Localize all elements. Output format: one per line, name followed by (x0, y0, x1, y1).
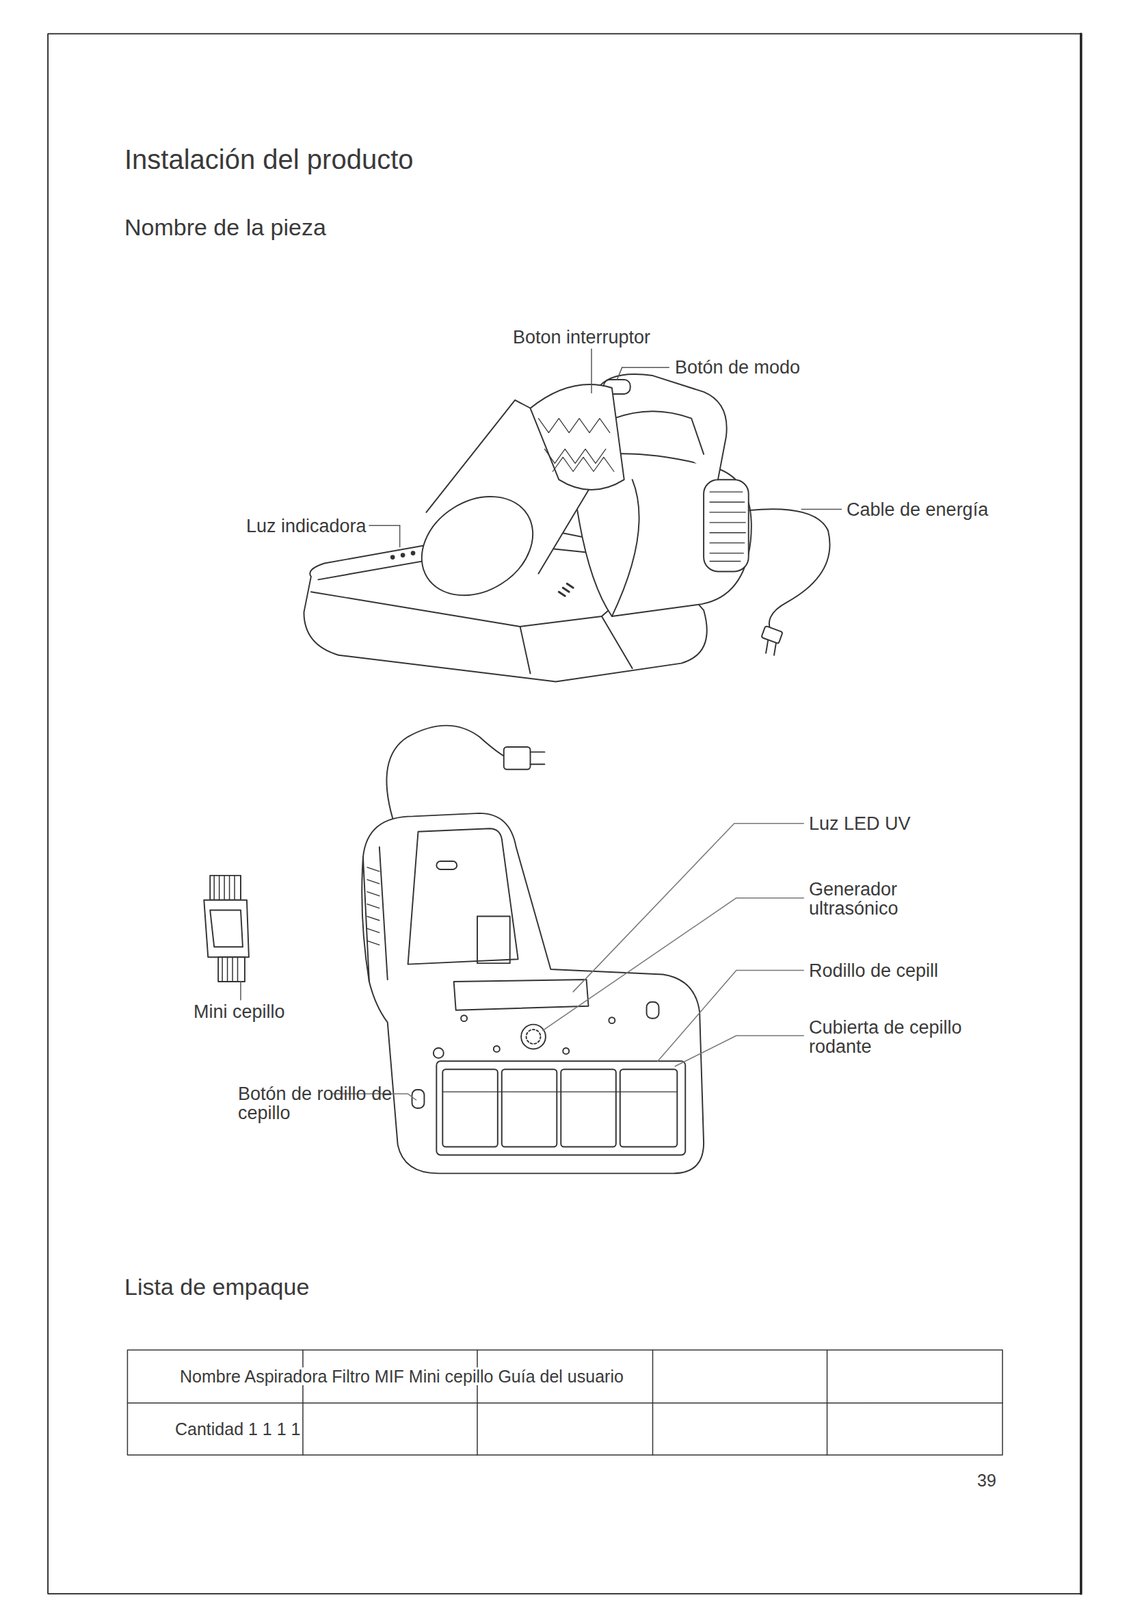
part-label: Boton interruptor (512, 327, 651, 347)
section-heading: Nombre de la pieza (124, 215, 327, 241)
part-label: Cable de energía (846, 499, 989, 520)
part-label: Generador ultrasónico (808, 879, 953, 919)
page-number: 39 (977, 1470, 997, 1489)
part-label: Cubierta de cepillo rodante (808, 1017, 1008, 1057)
part-label: Luz LED UV (808, 813, 911, 833)
table-cell: Nombre Aspiradora Filtro MIF Mini cepill… (178, 1366, 625, 1385)
section-heading: Lista de empaque (124, 1274, 310, 1300)
part-label: Mini cepillo (193, 1001, 286, 1021)
page-title: Instalación del producto (124, 144, 414, 174)
table-cell: Cantidad 1 1 1 1 (173, 1419, 302, 1438)
part-label: Botón de modo (674, 357, 801, 377)
part-label: Botón de rodillo de cepillo (237, 1083, 409, 1123)
part-label: Rodillo de cepill (808, 960, 939, 980)
part-label: Luz indicadora (246, 516, 367, 536)
